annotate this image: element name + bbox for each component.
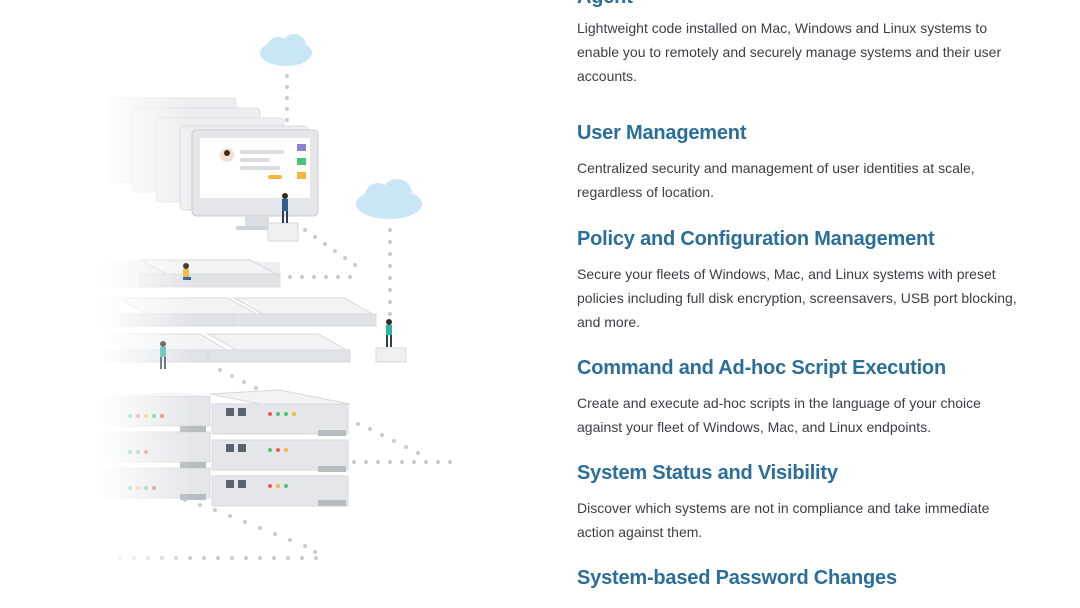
feature-policy-management: Policy and Configuration Management Secu… [577, 228, 1017, 334]
feature-title: System-based Password Changes [577, 567, 897, 589]
feature-title: Command and Ad-hoc Script Execution [577, 357, 946, 379]
feature-agent: Agent Lightweight code installed on Mac,… [577, 0, 1017, 88]
feature-user-management: User Management Centralized security and… [577, 122, 1017, 204]
feature-description: Lightweight code installed on Mac, Windo… [577, 20, 1002, 84]
feature-description: Discover which systems are not in compli… [577, 500, 990, 540]
feature-command-execution: Command and Ad-hoc Script Execution Crea… [577, 357, 1017, 439]
feature-title: Policy and Configuration Management [577, 228, 935, 250]
infrastructure-illustration [100, 30, 470, 575]
feature-description: Secure your fleets of Windows, Mac, and … [577, 266, 1017, 330]
feature-description: Centralized security and management of u… [577, 160, 975, 200]
feature-title: User Management [577, 122, 747, 144]
feature-system-status: System Status and Visibility Discover wh… [577, 462, 1017, 544]
feature-title: Agent [577, 0, 1017, 9]
feature-title: System Status and Visibility [577, 462, 838, 484]
feature-password-changes: System-based Password Changes [577, 567, 1017, 590]
feature-description: Create and execute ad-hoc scripts in the… [577, 395, 981, 435]
